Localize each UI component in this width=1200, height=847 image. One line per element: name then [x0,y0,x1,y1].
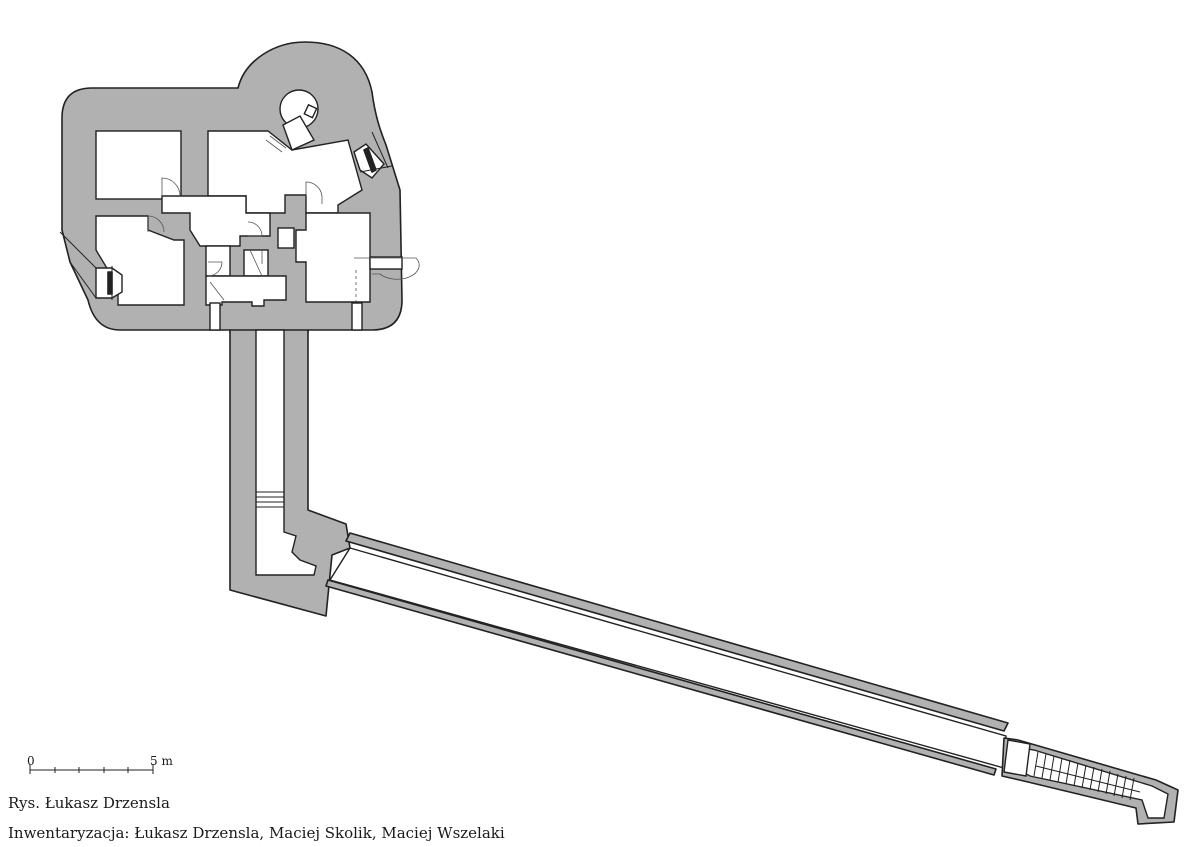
door-swing-7 [209,281,225,301]
embrasure-right-mark [363,147,377,173]
doorway-bottom-right [351,302,363,331]
corridor-vertical-interior [255,329,317,576]
tunnel-end-steps [1033,751,1141,801]
door-swing-3 [305,181,323,204]
central-corridor [161,195,271,247]
door-swing-5 [207,261,223,277]
tunnel-end-block [1003,739,1031,777]
scale-bar-start-label: 0 [27,754,35,768]
turret-step [282,115,315,151]
door-swing-4 [247,221,263,237]
drawing-credit: Rys. Łukasz Drzensla [8,794,170,812]
corridor-steps [256,491,284,508]
room-right [295,212,371,303]
door-swing-2 [147,215,165,233]
tunnel-lower-wall [325,579,997,776]
tunnel-upper-wall [345,532,1009,732]
doorway-right-window [369,256,403,270]
doorway-bottom-left [209,302,221,331]
corridor-vertical [229,329,351,617]
turret-hatch [303,103,318,119]
scale-bar-ticks [29,764,154,774]
window-arc [354,257,420,280]
room-upper-left [95,130,182,200]
bunker-main-block [59,41,420,333]
door-swing-6 [249,249,263,277]
inventory-credit: Inwentaryzacja: Łukasz Drzensla, Maciej … [8,824,505,842]
door-swing-1 [161,177,181,197]
scale-bar-end-label: 5 m [150,754,173,768]
scale-bar: 0 5 m [27,754,173,774]
embrasure-left-mark [107,271,113,295]
tunnel-interior [328,547,1007,769]
cell-c [277,227,295,249]
access-tunnel [325,532,1179,825]
turret-stair [265,135,287,153]
